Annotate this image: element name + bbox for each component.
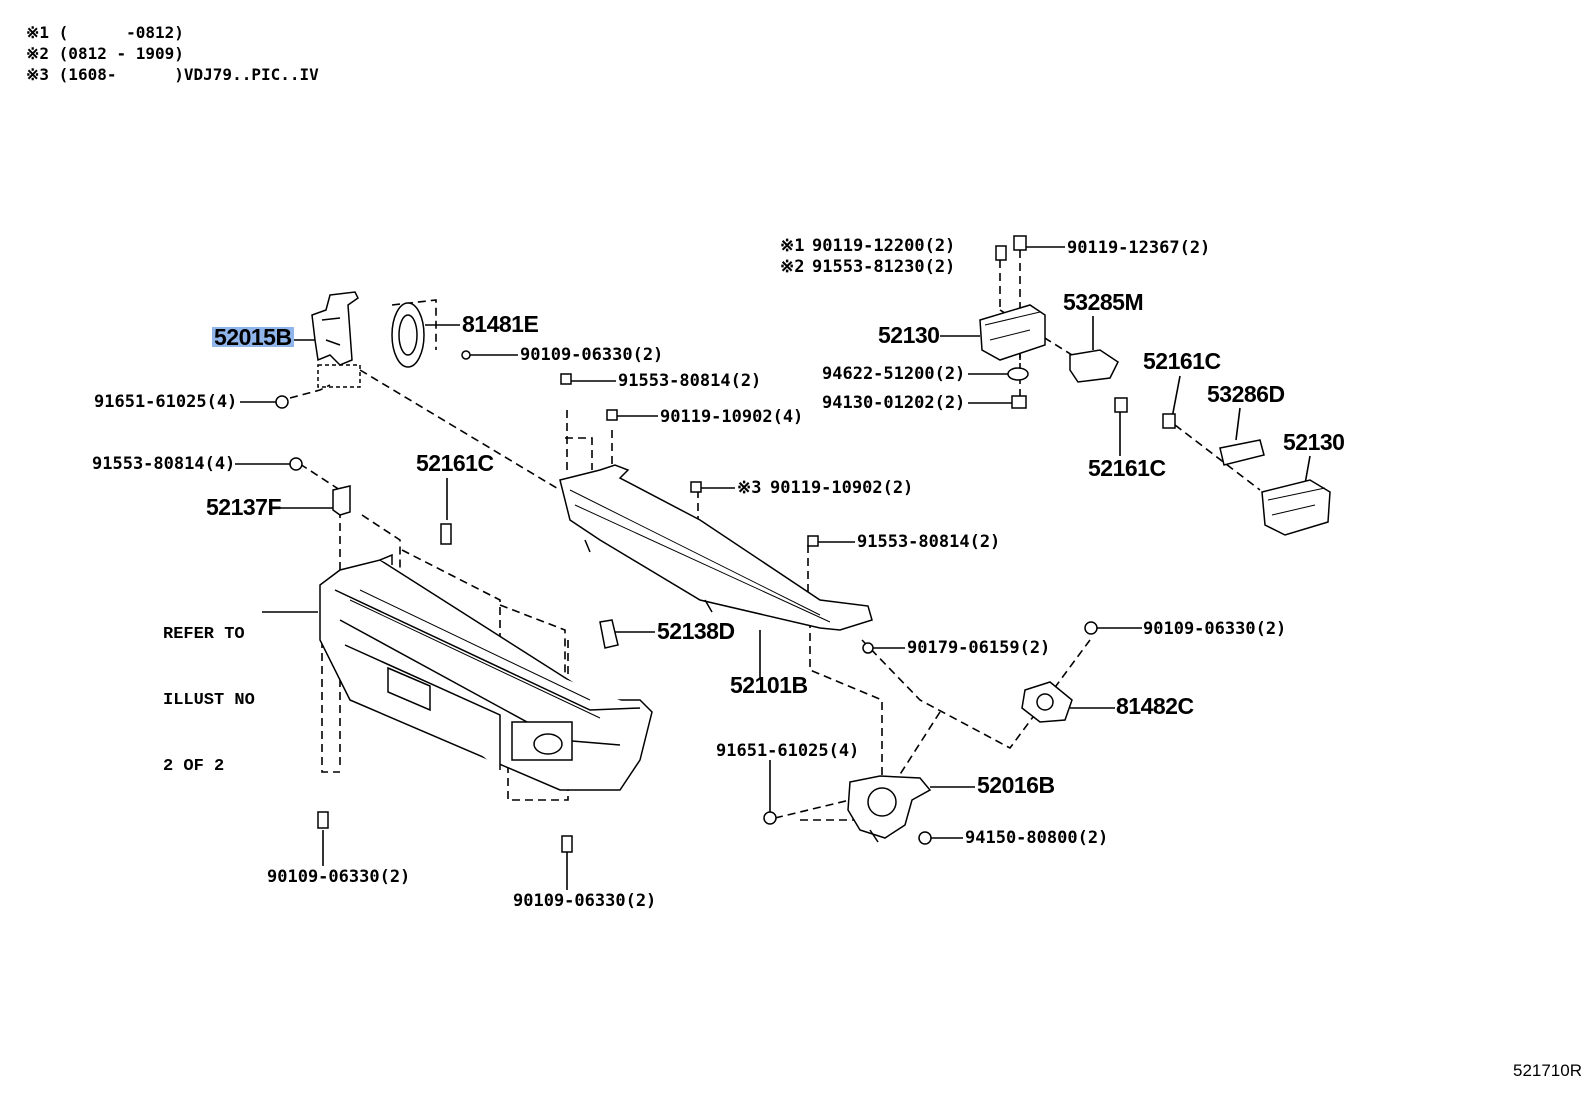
part-label-52161c-b[interactable]: 52161C: [1143, 348, 1221, 374]
part-label-91651-61025-b[interactable]: 91651-61025(4): [716, 741, 860, 761]
part-label-91553-80814-b[interactable]: 91553-80814(4): [92, 454, 236, 474]
marker-1: ※1: [780, 236, 805, 256]
sheet-id: 521710R: [1512, 1061, 1582, 1080]
part-53286d-drawing: [1219, 439, 1265, 466]
part-label-52138d[interactable]: 52138D: [657, 618, 735, 644]
part-label-91553-80814-c[interactable]: 91553-80814(2): [857, 532, 1001, 552]
part-label-91651-61025-a[interactable]: 91651-61025(4): [94, 392, 238, 412]
part-label-91553-81230[interactable]: 91553-81230(2): [812, 257, 956, 277]
bracket-52130-upper-drawing: [979, 304, 1046, 361]
part-label-52130-b[interactable]: 52130: [1283, 429, 1345, 455]
note-1: ※1 ( -0812): [26, 23, 184, 42]
part-label-94130-01202[interactable]: 94130-01202(2): [822, 393, 966, 413]
refer-note: REFER TO ILLUST NO 2 OF 2: [163, 580, 255, 800]
part-53285m-drawing: [1069, 349, 1119, 383]
part-label-94622-51200[interactable]: 94622-51200(2): [822, 364, 966, 384]
part-label-90109-06330-b[interactable]: 90109-06330(2): [1143, 619, 1287, 639]
part-label-90109-06330-d[interactable]: 90109-06330(2): [513, 891, 657, 911]
note-3: ※3 (1608- )VDJ79..PIC..IV: [26, 65, 319, 84]
part-label-52101b[interactable]: 52101B: [730, 672, 808, 698]
bracket-52015b-drawing: [311, 291, 361, 388]
part-label-52016b[interactable]: 52016B: [977, 772, 1055, 798]
part-label-91553-80814-a[interactable]: 91553-80814(2): [618, 371, 762, 391]
fasteners: [275, 235, 1176, 853]
part-label-90119-10902-a[interactable]: 90119-10902(4): [660, 407, 804, 427]
part-label-90119-10902-b[interactable]: 90119-10902(2): [770, 478, 914, 498]
marker-3: ※3: [737, 478, 762, 498]
part-label-52015b[interactable]: 52015B: [212, 324, 294, 350]
part-label-52161c-a[interactable]: 52161C: [416, 450, 494, 476]
refer-line-1: REFER TO: [163, 625, 245, 644]
shroud-81482c-drawing: [1021, 681, 1073, 723]
refer-line-3: 2 OF 2: [163, 757, 225, 776]
part-label-53286d[interactable]: 53286D: [1207, 381, 1285, 407]
bumper-drawing: [319, 553, 653, 791]
part-52138d-drawing: [599, 619, 619, 649]
reinforcement-52101b-drawing: [559, 464, 873, 631]
bracket-52130-lower-drawing: [1261, 479, 1331, 536]
leader-lines: [235, 246, 1311, 890]
marker-2: ※2: [780, 257, 805, 277]
refer-line-2: ILLUST NO: [163, 691, 255, 710]
part-label-81481e[interactable]: 81481E: [462, 311, 539, 337]
part-label-90119-12367[interactable]: 90119-12367(2): [1067, 238, 1211, 258]
part-label-81482c[interactable]: 81482C: [1116, 693, 1194, 719]
applicability-notes: ※1 ( -0812) ※2 (0812 - 1909) ※3 (1608- )…: [26, 22, 319, 85]
part-label-90119-12200[interactable]: 90119-12200(2): [812, 236, 956, 256]
part-label-90109-06330-c[interactable]: 90109-06330(2): [267, 867, 411, 887]
part-label-90109-06330-a[interactable]: 90109-06330(2): [520, 345, 664, 365]
part-label-90179-06159[interactable]: 90179-06159(2): [907, 638, 1051, 658]
part-label-52161c-c[interactable]: 52161C: [1088, 455, 1166, 481]
shroud-81481e-drawing: [391, 302, 425, 368]
note-2: ※2 (0812 - 1909): [26, 44, 184, 63]
bracket-52016b-drawing: [847, 775, 932, 843]
part-52137f-drawing: [332, 485, 351, 516]
part-label-52130-a[interactable]: 52130: [878, 322, 940, 348]
part-label-94150-80800[interactable]: 94150-80800(2): [965, 828, 1109, 848]
part-label-52137f[interactable]: 52137F: [206, 494, 282, 520]
part-label-53285m[interactable]: 53285M: [1063, 289, 1144, 315]
